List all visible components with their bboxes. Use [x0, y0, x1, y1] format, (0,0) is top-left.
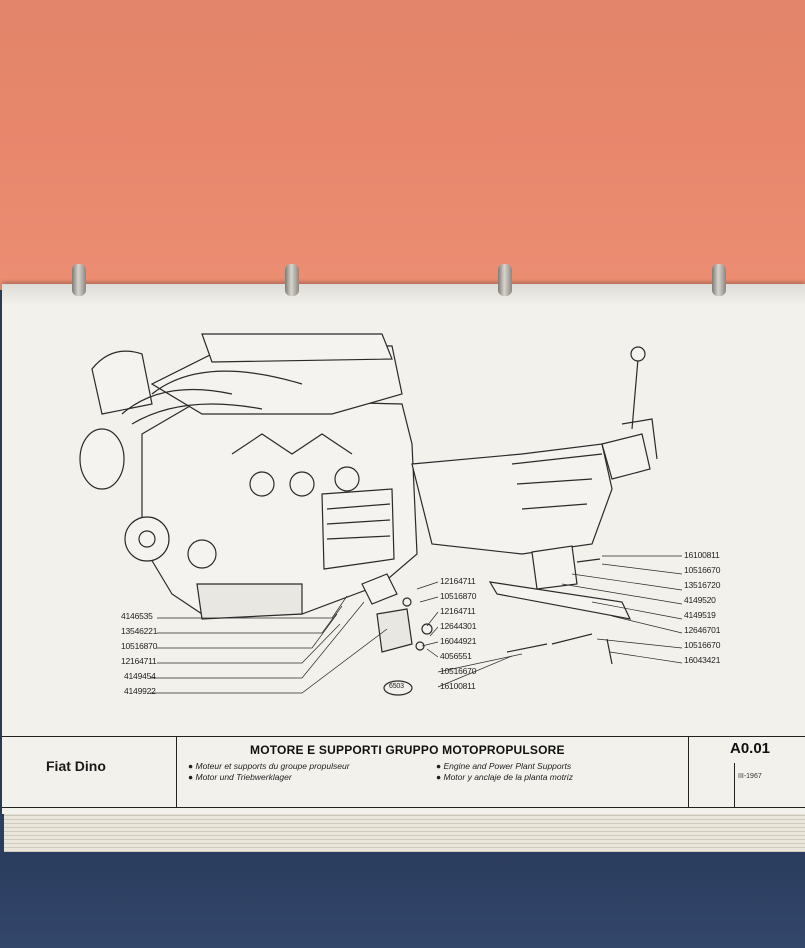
divider-line [688, 737, 689, 807]
page-top-edge [2, 284, 805, 306]
page-title: MOTORE E SUPPORTI GRUPPO MOTOPROPULSORE [250, 743, 565, 757]
subtitle-de-text: Motor und Triebwerklager [195, 772, 292, 782]
stamp-label: 6503 [389, 683, 404, 690]
subtitle-en-text: Engine and Power Plant Supports [443, 761, 572, 771]
binder-cover [0, 840, 805, 948]
gearbox [411, 443, 613, 555]
callout-mid-5: 16044921 [440, 636, 477, 646]
subtitle-en: ● Engine and Power Plant Supports [436, 761, 572, 771]
subtitle-es: ● Motor y anclaje de la planta motriz [436, 772, 573, 782]
callout-left-3: 10516870 [121, 641, 158, 651]
callout-right-5: 4149519 [684, 610, 716, 620]
callout-left-6: 4149922 [124, 686, 156, 696]
bracket-right [531, 545, 578, 590]
mount-left [361, 573, 398, 605]
crossmember [488, 581, 632, 620]
subtitle-fr: ● Moteur et supports du groupe propulseu… [188, 761, 350, 771]
binder-ring-1 [72, 264, 86, 296]
callout-mid-2: 10516870 [440, 591, 477, 601]
subtitle-de: ● Motor und Triebwerklager [188, 772, 292, 782]
subtitle-fr-text: Moteur et supports du groupe propulseur [195, 761, 350, 771]
mount-rubber [376, 608, 413, 653]
callout-right-1: 16100811 [684, 550, 720, 560]
callout-mid-1: 12164711 [440, 576, 476, 586]
issue-date: III-1967 [738, 773, 762, 780]
callout-right-8: 16043421 [684, 655, 721, 665]
model-name: Fiat Dino [46, 758, 106, 774]
callout-right-4: 4149520 [684, 595, 716, 605]
callout-right-3: 13516720 [684, 580, 721, 590]
binder-ring-2 [285, 264, 299, 296]
callout-mid-6: 4056551 [440, 651, 472, 661]
orange-divider-sheet [0, 0, 805, 290]
binder-ring-4 [712, 264, 726, 296]
callout-right-6: 12646701 [684, 625, 721, 635]
callout-mid-3: 12164711 [440, 606, 476, 616]
callout-mid-8: 16100811 [440, 681, 476, 691]
shift-lever [631, 358, 639, 430]
callout-left-5: 4149454 [124, 671, 156, 681]
stamp-oval [383, 680, 413, 696]
callout-right-7: 10516670 [684, 640, 721, 650]
callout-left-4: 12164711 [121, 656, 157, 666]
callout-left-1: 4146535 [121, 611, 153, 621]
title-block: Fiat Dino MOTORE E SUPPORTI GRUPPO MOTOP… [2, 736, 805, 808]
callout-mid-7: 10516670 [440, 666, 477, 676]
callout-mid-4: 12644301 [440, 621, 477, 631]
divider-line [734, 763, 735, 807]
callout-left-2: 13546221 [121, 626, 158, 636]
engine-drawing [79, 333, 683, 696]
binder-ring-3 [498, 264, 512, 296]
callout-right-2: 10516670 [684, 565, 721, 575]
divider-line [176, 737, 177, 807]
subtitle-es-text: Motor y anclaje de la planta motriz [443, 772, 573, 782]
section-code: A0.01 [730, 740, 771, 757]
catalog-page: 4146535 13546221 10516870 12164711 41494… [2, 284, 805, 814]
